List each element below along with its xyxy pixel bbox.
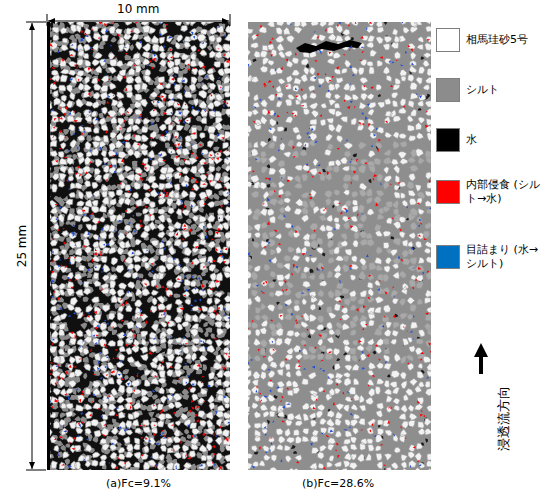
legend-text: 相馬珪砂5号: [466, 33, 542, 47]
ct-slice-a: [47, 22, 230, 470]
dimension-arrowheads: [48, 18, 229, 24]
legend-text: 水: [466, 133, 542, 147]
edge-bar: [47, 22, 50, 470]
sand-grains: [248, 22, 431, 470]
clogging-specks: [47, 22, 230, 470]
sand-grains: [47, 22, 230, 470]
erosion-specks: [248, 22, 431, 470]
legend-swatch: [436, 245, 460, 269]
flow-arrow-shaft: [479, 356, 483, 374]
dimension-label: 25 mm: [15, 223, 29, 269]
panel-caption: (b)Fc=28.6%: [302, 477, 374, 490]
legend-swatch: [436, 128, 460, 152]
erosion-specks: [47, 22, 230, 470]
clogging-specks: [248, 22, 431, 468]
legend-text: 目詰まり (水→シルト): [466, 243, 542, 271]
flow-direction-label: 浸透流方向: [496, 386, 511, 451]
dimension-label: 10 mm: [117, 2, 159, 16]
legend-swatch: [436, 78, 460, 102]
flow-arrow-head: [474, 343, 488, 357]
panel-caption: (a)Fc=9.1%: [106, 477, 171, 490]
legend-text: シルト: [466, 83, 542, 97]
dimension-arrowheads: [29, 23, 35, 469]
legend-text: 内部侵食 (シルト→水): [466, 178, 542, 206]
legend-swatch: [436, 180, 460, 204]
crack: [296, 40, 362, 53]
legend-swatch: [436, 28, 460, 52]
ct-slice-b: [248, 22, 431, 470]
